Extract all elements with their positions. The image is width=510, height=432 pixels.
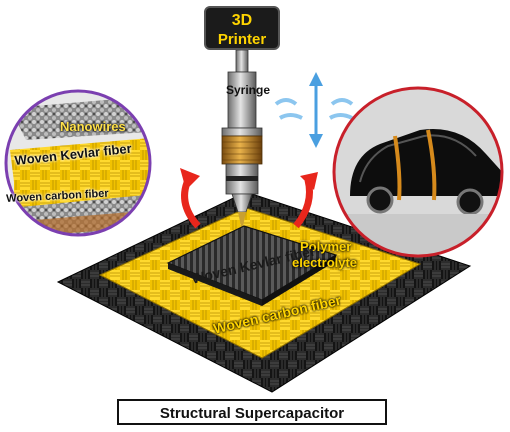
layer-stack-inset [4, 89, 152, 237]
diagram-title: Structural Supercapacitor [159, 405, 345, 422]
curved-arrow-icon [180, 168, 201, 229]
printer-label-box: 3D Printer [204, 6, 280, 50]
nanowires-label: Nanowires [60, 119, 126, 134]
motion-lines-icon [274, 98, 354, 120]
polymer-electrolyte-label-line2: electrolyte [292, 255, 358, 270]
polymer-electrolyte-label-line1: Polymer [300, 239, 352, 254]
up-down-arrow-icon [309, 72, 323, 148]
syringe-assembly [221, 49, 263, 226]
curved-arrow-icon [293, 172, 318, 229]
printer-label-line2: Printer [217, 31, 267, 48]
polymer-electrolyte-layer [166, 225, 338, 306]
diagram-title-box: Structural Supercapacitor [117, 399, 387, 425]
printer-label-line1: 3D [231, 12, 253, 29]
syringe-label: Syringe [226, 83, 271, 97]
